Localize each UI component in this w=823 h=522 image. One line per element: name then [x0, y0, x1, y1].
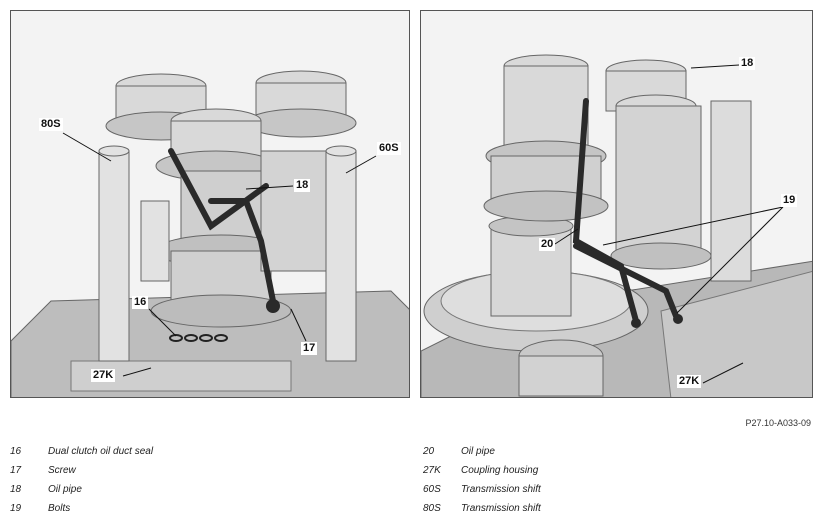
- legend-number: 20: [423, 446, 435, 457]
- callout-18-right: 18: [739, 57, 756, 70]
- callout-80s: 80S: [39, 118, 63, 131]
- callout-19: 19: [781, 194, 798, 207]
- callout-27k: 27K: [91, 369, 116, 382]
- legend-number: 27K: [423, 465, 441, 476]
- legend-number: 19: [10, 503, 22, 514]
- callout-17: 17: [301, 342, 318, 355]
- legend-description: Screw: [48, 465, 76, 476]
- figure-id: P27.10-A033-09: [745, 418, 811, 428]
- callout-20: 20: [539, 238, 556, 251]
- callout-60s: 60S: [377, 142, 401, 155]
- callout-18: 18: [294, 179, 311, 192]
- legend-number: 17: [10, 465, 22, 476]
- legend-description: Bolts: [48, 503, 71, 514]
- legend-description: Oil pipe: [48, 484, 82, 495]
- illustration-left: 80S 60S 18 16 17 27K: [10, 10, 410, 398]
- callout-16: 16: [132, 296, 149, 309]
- legend-number: 80S: [423, 503, 441, 514]
- legend-description: Coupling housing: [461, 465, 539, 476]
- legend-left: 16 Dual clutch oil duct seal 17 Screw 18…: [10, 445, 390, 521]
- transmission-drawing-left: [11, 70, 409, 397]
- legend-number: 60S: [423, 484, 441, 495]
- illustration-right: 18 19 20 27K: [420, 10, 813, 398]
- legend-description: Transmission shift: [461, 503, 541, 514]
- legend-number: 16: [10, 446, 22, 457]
- legend-number: 18: [10, 484, 22, 495]
- callout-27k-right: 27K: [677, 375, 702, 388]
- legend-description: Transmission shift: [461, 484, 541, 495]
- legend-description: Dual clutch oil duct seal: [48, 446, 154, 457]
- legend-right: 20 Oil pipe 27K Coupling housing 60S Tra…: [423, 445, 813, 521]
- legend-description: Oil pipe: [461, 446, 495, 457]
- transmission-drawing-right: [421, 54, 812, 397]
